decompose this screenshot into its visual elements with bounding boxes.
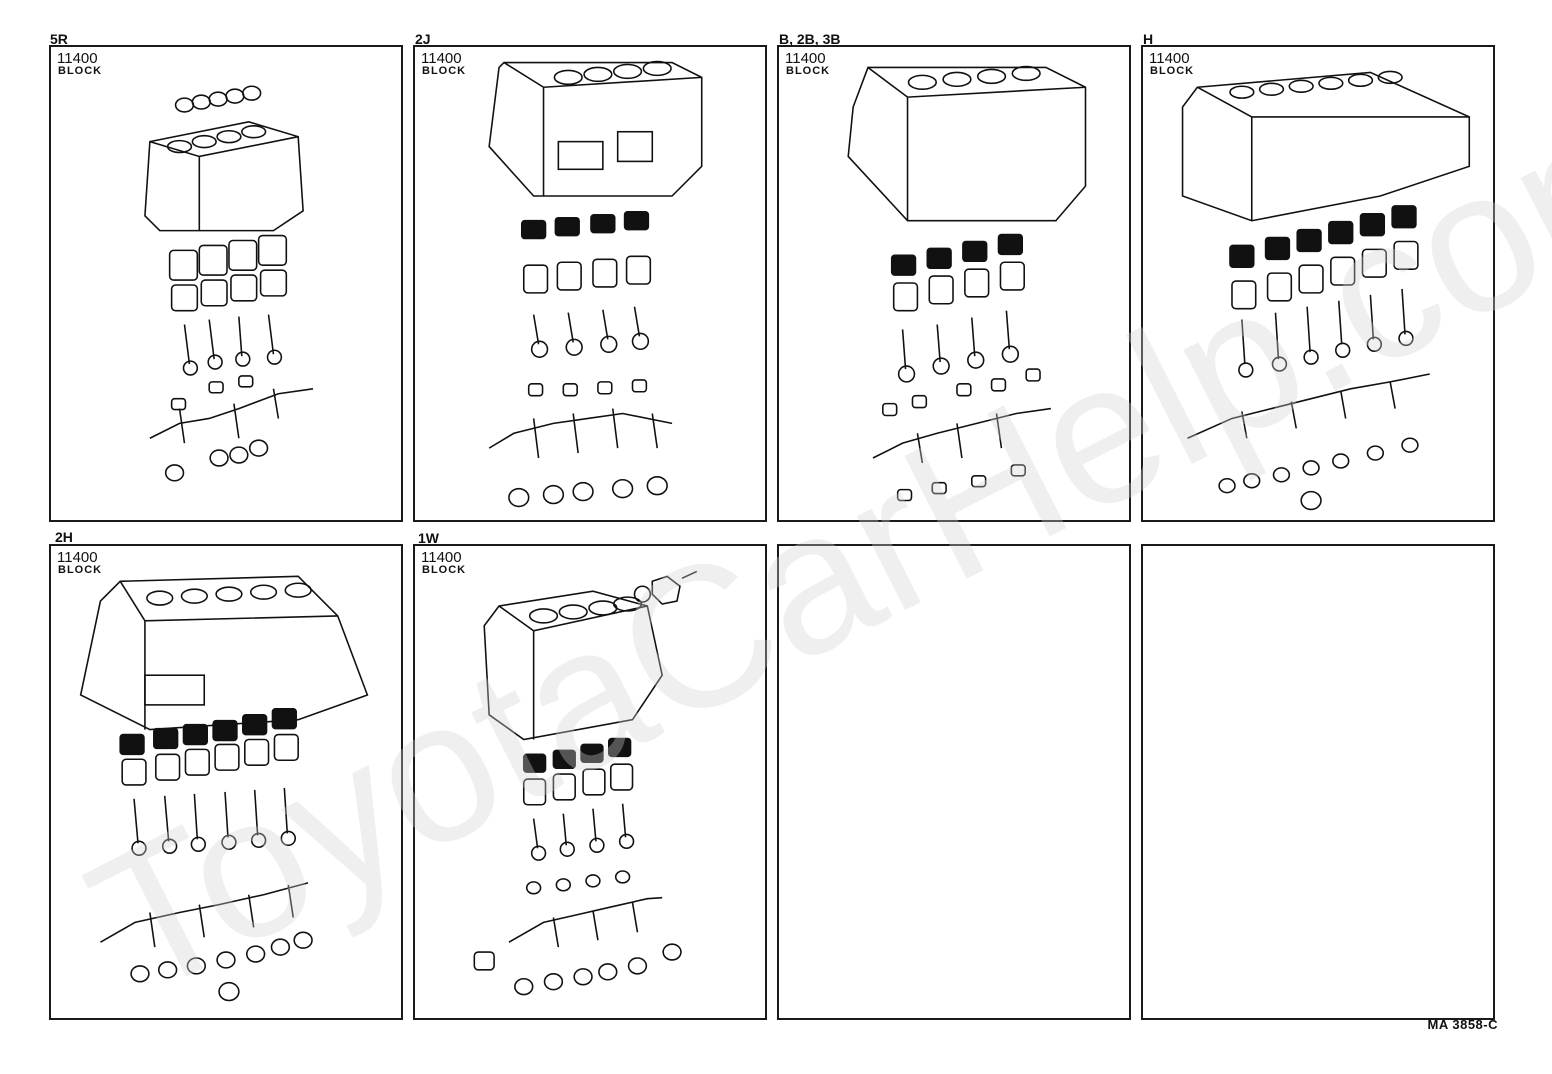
pistons: [1231, 240, 1419, 310]
part-name: BLOCK: [58, 65, 103, 77]
engine-block-exploded-illustration: [847, 65, 1087, 502]
part-number: 11400: [57, 50, 98, 67]
parts-panel-5r[interactable]: 11400 BLOCK: [49, 45, 403, 522]
piston-rings: [119, 708, 297, 756]
bearings: [1218, 437, 1419, 511]
main-bearings: [164, 439, 269, 482]
connecting-rods: [131, 787, 296, 856]
connecting-rods: [897, 310, 1020, 383]
engine-block-exploded-illustration: [1181, 70, 1471, 511]
bearings: [525, 870, 631, 895]
engine-block-exploded-illustration: [79, 575, 369, 1002]
main-bearings: [514, 943, 682, 996]
pistons: [121, 733, 299, 786]
piston-rings: [1229, 205, 1417, 268]
engine-label-2h: 2H: [55, 529, 73, 545]
piston-rings: [520, 211, 650, 240]
empty-panel: [777, 544, 1131, 1020]
crankshaft: [1187, 373, 1430, 439]
head-gasket-rings: [174, 85, 262, 113]
engine-label-2j: 2J: [415, 31, 431, 47]
main-bearings: [896, 464, 1026, 502]
crankshaft: [100, 882, 309, 948]
connecting-rods: [530, 803, 635, 861]
figure-number: MA 3858-C: [1427, 1017, 1498, 1032]
main-bearings: [508, 476, 668, 508]
connecting-rods: [530, 306, 650, 358]
pistons: [522, 255, 652, 294]
engine-block-exploded-illustration: [473, 570, 698, 996]
engine-label-h: H: [1143, 31, 1154, 47]
engine-label-1w: 1W: [418, 530, 439, 546]
part-number: 11400: [57, 549, 98, 566]
part-name: BLOCK: [786, 65, 831, 77]
cylinder-block-outline: [144, 121, 304, 232]
part-name: BLOCK: [422, 65, 467, 77]
parts-panel-h[interactable]: 11400 BLOCK: [1141, 45, 1495, 522]
crankshaft: [149, 388, 314, 444]
crankshaft: [508, 896, 663, 948]
engine-label-5r: 5R: [50, 31, 68, 47]
parts-panel-2h[interactable]: 11400 BLOCK: [49, 544, 403, 1020]
crankshaft: [872, 407, 1052, 464]
pistons: [522, 763, 634, 806]
engine-label-b-2b-3b: B, 2B, 3B: [779, 31, 841, 47]
part-number: 11400: [421, 549, 462, 566]
cylinder-block-outline: [488, 61, 703, 197]
bearings: [170, 375, 254, 411]
piston-rings: [522, 737, 632, 773]
connecting-rods: [182, 314, 283, 376]
parts-panel-2j[interactable]: 11400 BLOCK: [413, 45, 767, 522]
engine-block-exploded-illustration: [488, 60, 703, 508]
crankshaft: [488, 408, 673, 459]
part-name: BLOCK: [422, 564, 467, 576]
pistons: [892, 261, 1025, 312]
cylinder-block-outline: [483, 590, 664, 741]
part-number: 11400: [785, 50, 826, 67]
bearings: [527, 379, 648, 397]
piston-rings: [890, 233, 1024, 276]
cylinder-block-outline: [1181, 71, 1471, 222]
part-number: 11400: [421, 50, 462, 67]
main-bearings: [130, 931, 313, 1002]
bearings: [882, 368, 1041, 417]
part-number: 11400: [1149, 50, 1190, 67]
parts-panel-1w[interactable]: 11400 BLOCK: [413, 544, 767, 1020]
engine-block-exploded-illustration: [144, 85, 314, 482]
cylinder-block-outline: [79, 575, 369, 731]
pistons: [168, 234, 288, 312]
connecting-rods: [1238, 288, 1414, 378]
part-name: BLOCK: [1150, 65, 1195, 77]
part-name: BLOCK: [58, 564, 103, 576]
cylinder-block-outline: [847, 66, 1087, 222]
parts-panel-b-2b-3b[interactable]: 11400 BLOCK: [777, 45, 1131, 522]
empty-panel: [1141, 544, 1495, 1020]
